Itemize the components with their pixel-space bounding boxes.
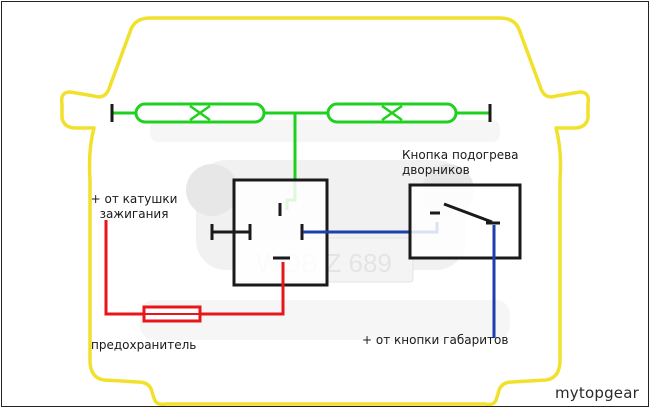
heater-button-label-line1: Кнопка подогрева <box>402 148 519 162</box>
ignition-wire <box>104 220 285 323</box>
heater-button-switch <box>408 183 522 338</box>
parking-lights-label: + от кнопки габаритов <box>362 333 509 347</box>
relay <box>210 178 329 287</box>
watermark: mytopgear <box>555 384 639 402</box>
heater-button-label-line2: дворников <box>402 163 470 177</box>
car-body-outline <box>59 16 591 407</box>
ignition-label-line1: + от катушки <box>90 192 178 206</box>
heater-button-label: Кнопка подогрева дворников <box>402 148 542 178</box>
ignition-label: + от катушки зажигания <box>88 192 180 222</box>
ignition-label-line2: зажигания <box>99 207 169 221</box>
fuse-label: предохранитель <box>91 338 197 352</box>
